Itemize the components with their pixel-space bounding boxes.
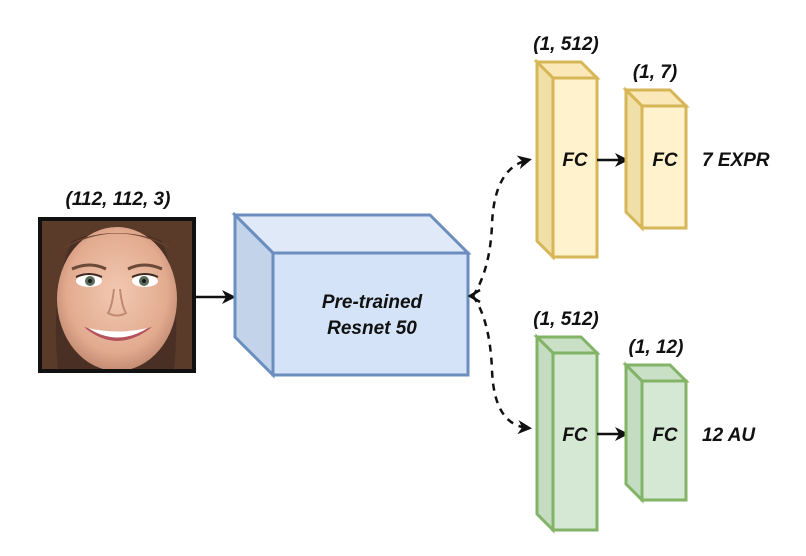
backbone-label-line2: Resnet 50 — [327, 318, 417, 339]
expr-fc2-label: FC — [652, 150, 678, 171]
arrow-backbone-tail — [467, 288, 481, 304]
face-illustration — [42, 221, 192, 369]
arrow-backbone-to-au — [471, 295, 532, 435]
au-fc2-block — [622, 361, 690, 504]
input-face-image — [38, 217, 196, 373]
expr-output-label: 7 EXPR — [702, 150, 770, 171]
au-fc2-label: FC — [652, 425, 678, 446]
expr-fc1-label: FC — [562, 150, 588, 171]
input-shape-label: (112, 112, 3) — [66, 189, 171, 210]
au-fc1-shape-label: (1, 512) — [533, 309, 598, 330]
arrow-backbone-to-expr — [471, 155, 532, 297]
au-fc2-shape-label: (1, 12) — [629, 337, 684, 358]
au-fc1-label: FC — [562, 425, 588, 446]
expr-fc2-block — [622, 86, 690, 232]
backbone-label-line1: Pre-trained — [322, 292, 423, 313]
expr-fc1-shape-label: (1, 512) — [533, 34, 598, 55]
expr-fc2-shape-label: (1, 7) — [633, 62, 677, 83]
au-fc1-block — [533, 333, 601, 534]
expr-fc1-block — [533, 58, 601, 261]
au-output-label: 12 AU — [702, 425, 756, 446]
backbone-block — [231, 211, 472, 379]
